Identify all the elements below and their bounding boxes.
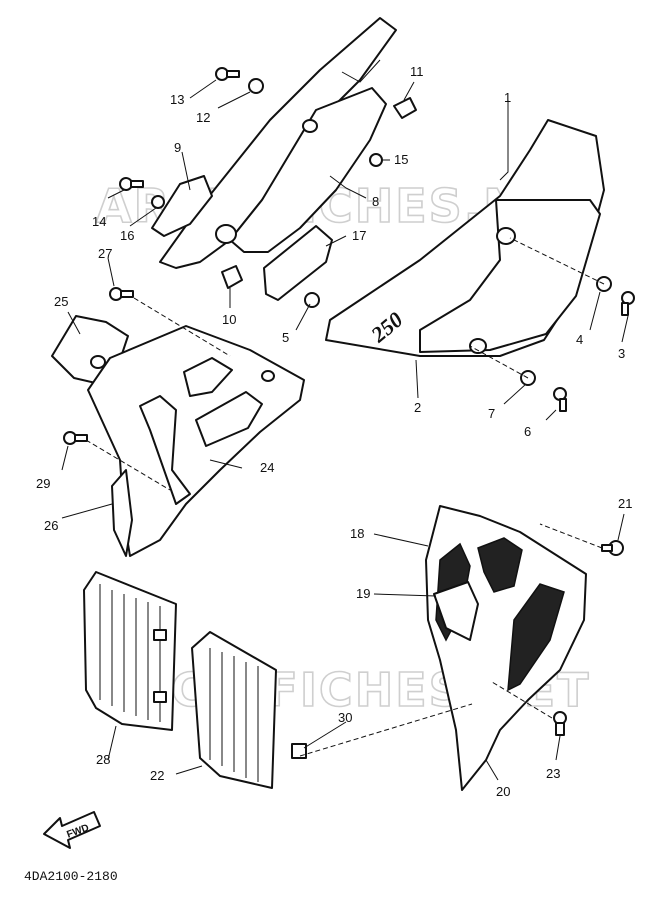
callout-11: 11: [410, 64, 424, 79]
callout-24: 24: [260, 460, 274, 475]
callout-17: 17: [352, 228, 366, 243]
callout-numbers: 1 2 3 4 5 6 7 8 9 10 11 12 13 14 15 16 1…: [36, 64, 632, 799]
callout-20: 20: [496, 784, 510, 799]
callout-14: 14: [92, 214, 106, 229]
callout-29: 29: [36, 476, 50, 491]
callout-9: 9: [174, 140, 181, 155]
leader-lines: [61, 79, 629, 781]
callout-10: 10: [222, 312, 236, 327]
part-9-gasket: [151, 175, 213, 237]
catalog-code: 4DA2100-2180: [24, 869, 118, 884]
callout-27: 27: [98, 246, 112, 261]
part-26-seal: [111, 469, 133, 557]
callout-5: 5: [282, 330, 289, 345]
part-25-hole: [90, 355, 106, 369]
part-19-badge: [433, 581, 479, 641]
callout-4: 4: [576, 332, 583, 347]
callout-19: 19: [356, 586, 370, 601]
part-28-radiator-guard: [83, 571, 177, 731]
part-8-frame-cover: [159, 17, 397, 269]
callout-30: 30: [338, 710, 352, 725]
fwd-arrow-icon: FWD: [43, 811, 101, 849]
part-22-radiator-guard: [191, 631, 277, 789]
callout-3: 3: [618, 346, 625, 361]
part-24-radiator-shroud: [87, 325, 305, 557]
callout-23: 23: [546, 766, 560, 781]
callout-1: 1: [504, 90, 511, 105]
callout-16: 16: [120, 228, 134, 243]
callout-8: 8: [372, 194, 379, 209]
callout-13: 13: [170, 92, 184, 107]
callout-22: 22: [150, 768, 164, 783]
part-1-side-cover: 250: [325, 119, 605, 357]
callout-6: 6: [524, 424, 531, 439]
callout-21: 21: [618, 496, 632, 511]
callout-18: 18: [350, 526, 364, 541]
callout-25: 25: [54, 294, 68, 309]
callout-26: 26: [44, 518, 58, 533]
part-17-pad: [263, 225, 333, 301]
callout-2: 2: [414, 400, 421, 415]
callout-28: 28: [96, 752, 110, 767]
part-18-radiator-shroud: [425, 505, 587, 791]
hardware-bolts: [63, 67, 635, 759]
callout-15: 15: [394, 152, 408, 167]
callout-7: 7: [488, 406, 495, 421]
callout-12: 12: [196, 110, 210, 125]
